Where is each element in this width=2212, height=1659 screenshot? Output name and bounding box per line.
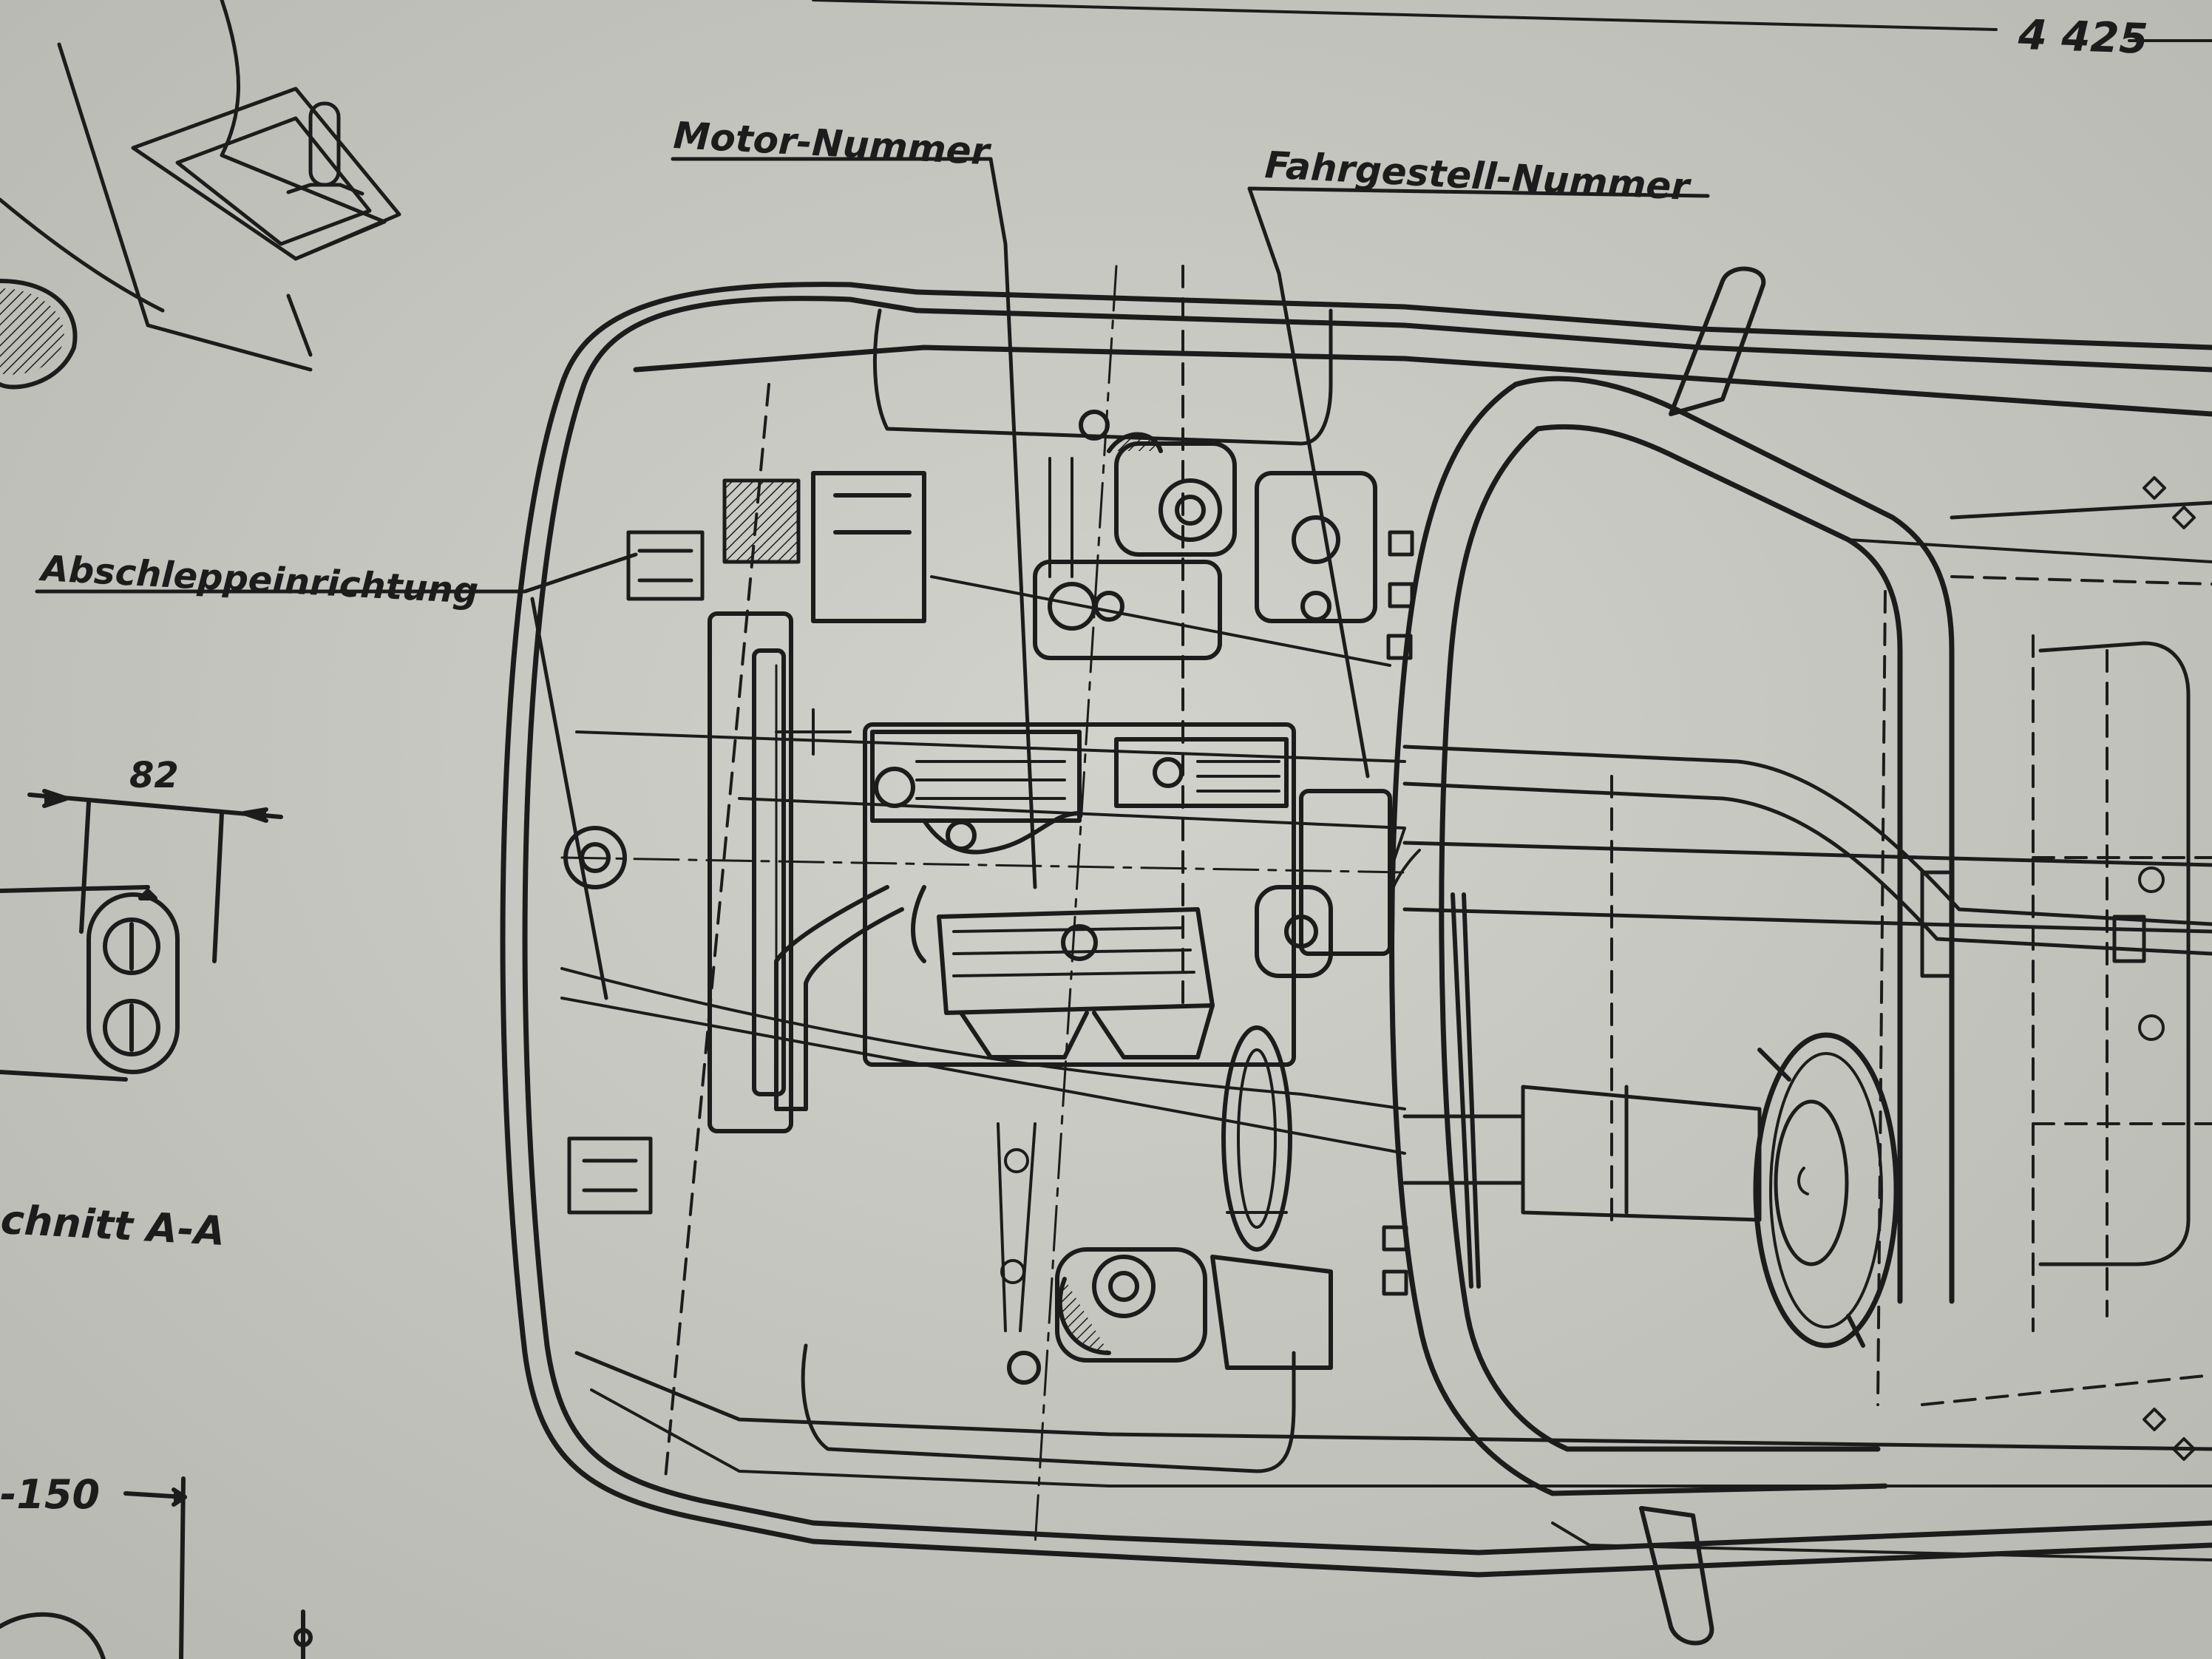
interior-hidden-lines <box>664 265 2212 1480</box>
car-body-outline <box>500 282 2212 1578</box>
wiring-harness <box>560 457 1421 1332</box>
page-number: 4 425 <box>2017 11 2149 64</box>
dimension-150: -150 <box>0 1471 100 1518</box>
battery <box>811 471 926 623</box>
drive-shaft <box>1402 744 2212 978</box>
title-rule <box>812 0 2212 42</box>
fender-liners <box>801 308 1333 1473</box>
windscreen-frame <box>1389 376 2212 1496</box>
exhaust-pipes <box>774 885 904 1111</box>
coil-spring <box>722 478 801 564</box>
diamond-markers <box>2138 476 2196 1461</box>
tow-hook-bottom <box>567 1136 653 1215</box>
wiper-blade <box>1451 892 1481 1289</box>
steering-wheel <box>1753 1032 1899 1348</box>
cowl-vents <box>1382 530 1414 1296</box>
bottom-left-detail <box>0 1476 313 1659</box>
strut-tower-bottom <box>1007 1247 1207 1385</box>
center-lines <box>560 265 1406 1547</box>
cooling-fan <box>1221 1025 1292 1252</box>
side-mirror-bottom <box>1639 1506 1714 1646</box>
side-mirror-top <box>1669 266 1766 416</box>
steering-column <box>1402 1085 1762 1222</box>
engine-block <box>863 722 1296 1067</box>
dimension-82: 82 <box>129 755 179 796</box>
rear-seat-outline <box>2038 641 2191 1266</box>
tow-hook-front <box>626 530 705 601</box>
gear-shifter-detail <box>0 0 401 390</box>
leader-lines <box>35 157 1710 1000</box>
section-a-a-detail <box>0 789 283 1082</box>
